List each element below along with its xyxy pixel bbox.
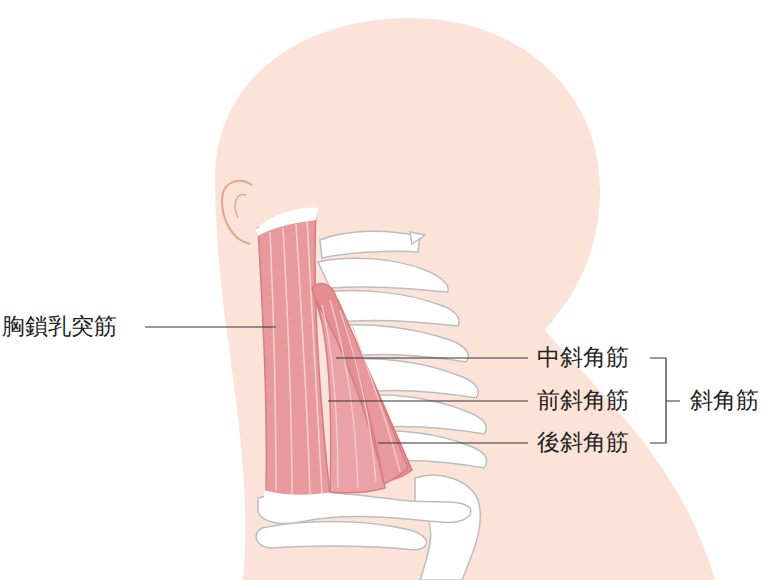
muscle-label: 中斜角筋 bbox=[537, 344, 629, 372]
bracket bbox=[650, 358, 680, 443]
group-label: 斜角筋 bbox=[690, 387, 759, 415]
leader-lines bbox=[145, 327, 528, 443]
ear bbox=[222, 181, 252, 244]
ear-inner bbox=[235, 195, 246, 218]
muscle-label: 前斜角筋 bbox=[537, 387, 629, 415]
muscle-label: 後斜角筋 bbox=[537, 429, 629, 457]
head-silhouette bbox=[215, 18, 715, 580]
scalene-fibers bbox=[322, 300, 400, 488]
first-rib bbox=[256, 522, 426, 551]
sternocleidomastoid-muscle bbox=[256, 208, 334, 505]
muscle-label: 胸鎖乳突筋 bbox=[2, 313, 117, 341]
scapula bbox=[415, 475, 480, 580]
scalene-muscles bbox=[312, 284, 412, 493]
